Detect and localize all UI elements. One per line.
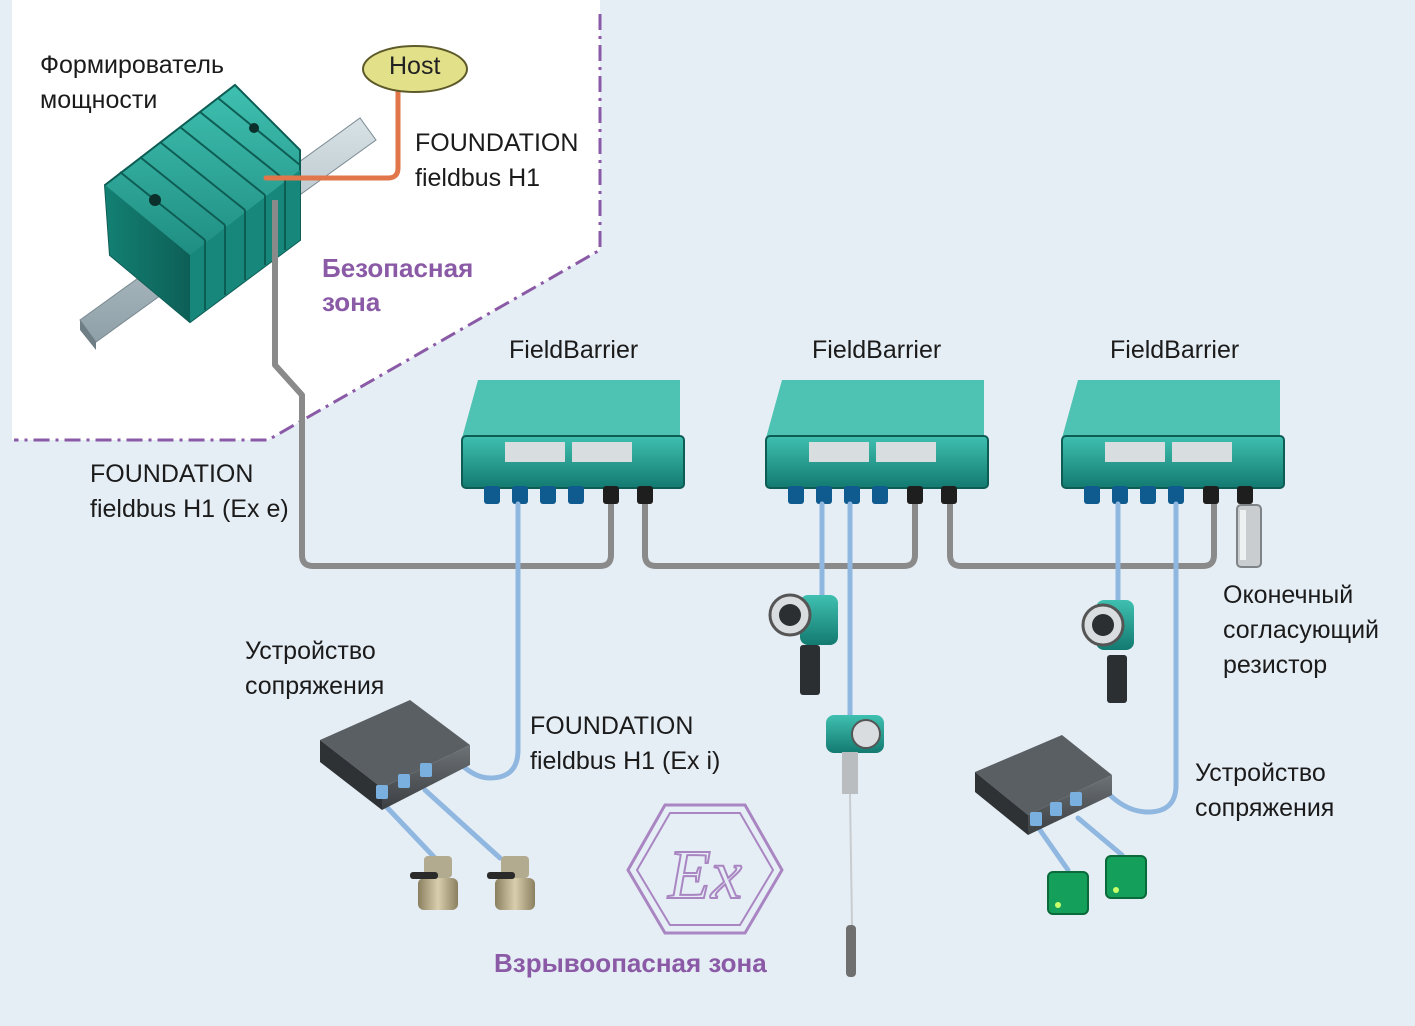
ex-hazard-icon: Ex [626, 803, 784, 935]
safe-zone-label: Безопасная зона [322, 253, 474, 317]
power-conditioner-device [103, 83, 301, 324]
trunk-cable [272, 200, 614, 569]
coupler-label-right: Устройство сопряжения [1195, 759, 1335, 822]
spur-cable-valve-1 [377, 797, 438, 861]
terminator-resistor [1236, 504, 1262, 568]
valve-2 [487, 856, 535, 910]
fieldbarrier-label-1: FieldBarrier [509, 336, 639, 364]
hazardous-zone-label: Взрывоопасная зона [494, 948, 767, 978]
spur-cable-left-coupler [447, 501, 521, 781]
ff-h1-exi-label: FOUNDATION fieldbus H1 (Ex i) [530, 712, 721, 775]
host-node [362, 45, 468, 93]
coupler-label-left: Устройство сопряжения [245, 637, 385, 700]
transmitter-2 [1081, 600, 1134, 703]
trunk-cable-2 [642, 500, 918, 569]
sensor-2 [1105, 855, 1147, 899]
safe-zone-border [14, 14, 602, 442]
power-conditioner-label: Формирователь мощности [40, 51, 224, 114]
fieldbarrier-box-1 [461, 380, 685, 504]
spur-cable-sensor-2 [1075, 815, 1125, 858]
ex-symbol-text: Ex [667, 837, 742, 914]
transmitter-1 [768, 593, 838, 695]
fieldbarrier-box-2 [765, 380, 989, 504]
terminator-label: Оконечный согласующий резистор [1223, 581, 1379, 679]
valve-1 [410, 856, 458, 910]
host-cable [263, 89, 401, 181]
ff-h1-exe-label: FOUNDATION fieldbus H1 (Ex e) [90, 460, 289, 523]
sensor-1 [1047, 871, 1089, 915]
fieldbarrier-label-3: FieldBarrier [1110, 336, 1240, 364]
spur-cable-sensor-1 [1037, 827, 1071, 873]
spur-cable-valve-2 [422, 787, 503, 861]
fieldbarrier-label-2: FieldBarrier [812, 336, 942, 364]
level-probe [826, 715, 884, 977]
fieldbarrier-box-3 [1061, 380, 1285, 504]
safe-zone-area [12, 0, 600, 440]
host-label: Host [389, 52, 441, 80]
trunk-cable-3 [947, 500, 1217, 569]
spur-cable-right-coupler [1102, 501, 1179, 815]
coupler-device-right [975, 735, 1112, 835]
ff-h1-label-top: FOUNDATION fieldbus H1 [415, 129, 579, 192]
coupler-device-left [320, 700, 470, 810]
